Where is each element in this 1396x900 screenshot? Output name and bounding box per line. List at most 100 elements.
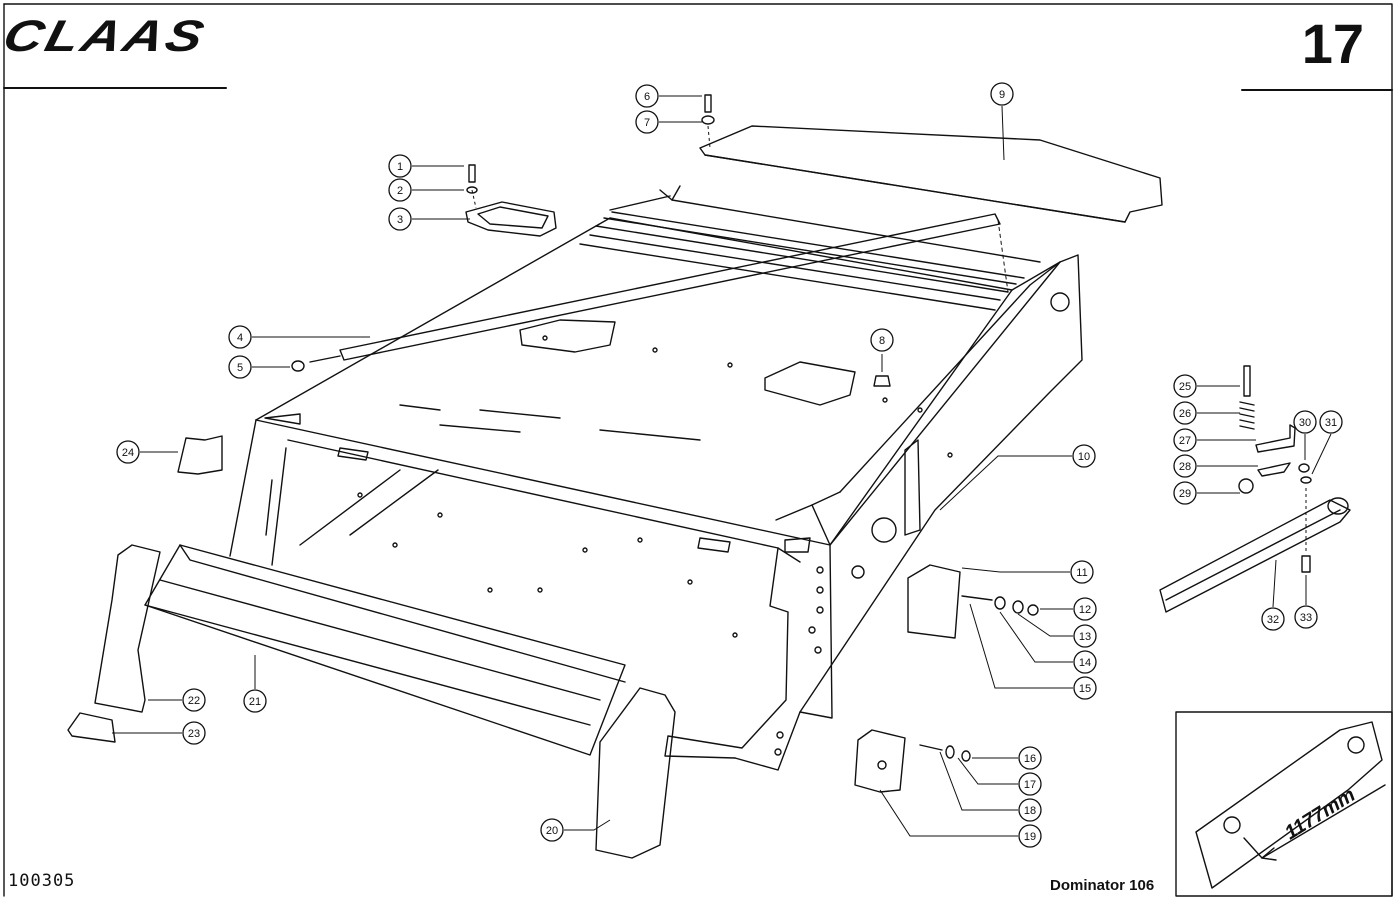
main-housing-shape [229,185,1083,771]
callout-31: 31 [1319,410,1343,434]
callout-circle [228,325,252,349]
callout-number: 10 [1078,451,1090,463]
callout-circle [1073,624,1097,648]
callout-1: 1 [388,154,412,178]
callout-number: 31 [1325,417,1337,429]
callout-17: 17 [1018,772,1042,796]
drawing-code: 100305 [8,871,76,891]
callout-7: 7 [635,110,659,134]
callout-30: 30 [1293,410,1317,434]
callout-6: 6 [635,84,659,108]
callout-number: 15 [1079,683,1091,695]
callout-circle [1173,374,1197,398]
callout-21: 21 [243,689,267,713]
callout-circle [1261,607,1285,631]
angle-bracket-shape [177,435,223,475]
callout-number: 1 [397,161,403,173]
callout-number: 16 [1024,753,1036,765]
callout-4: 4 [228,325,252,349]
callout-number: 24 [122,447,134,459]
page-number: 17 [1301,12,1364,75]
callout-number: 22 [188,695,200,707]
callout-number: 27 [1179,435,1191,447]
callout-13: 13 [1073,624,1097,648]
callout-number: 8 [879,335,885,347]
callout-circle [1173,481,1197,505]
callout-number: 6 [644,91,650,103]
callout-number: 20 [546,825,558,837]
callout-circle [1018,798,1042,822]
callout-16: 16 [1018,746,1042,770]
callout-22: 22 [182,688,206,712]
side-bracket-shape [907,564,961,639]
callout-circle [1173,401,1197,425]
callout-2: 2 [388,178,412,202]
callout-11: 11 [1070,560,1094,584]
callout-circle [1072,444,1096,468]
callout-circle [1018,824,1042,848]
callout-23: 23 [182,721,206,745]
model-name: Dominator 106 [1050,877,1155,894]
callout-markers: 1234567891011121314151617181920212223242… [116,82,1343,848]
callout-12: 12 [1073,597,1097,621]
callout-number: 13 [1079,631,1091,643]
callout-number: 29 [1179,488,1191,500]
callout-number: 23 [188,728,200,740]
callout-24: 24 [116,440,140,464]
front-beam-shape [144,544,626,756]
callout-circle [1293,410,1317,434]
dimension-label: 1177mm [1281,784,1359,844]
callout-number: 25 [1179,381,1191,393]
callout-number: 14 [1079,657,1091,669]
callout-26: 26 [1173,401,1197,425]
callout-circle [182,688,206,712]
stay-rod-shape [339,213,1001,361]
callout-circle [388,154,412,178]
top-cover-shape [699,125,1163,223]
callout-29: 29 [1173,481,1197,505]
dimension-inset [1175,711,1393,897]
small-plate-shape [67,712,116,743]
callout-circle [990,82,1014,106]
callout-number: 2 [397,185,403,197]
callout-circle [1319,410,1343,434]
callout-28: 28 [1173,454,1197,478]
callout-circle [388,178,412,202]
callout-number: 33 [1300,612,1312,624]
callout-number: 26 [1179,408,1191,420]
callout-14: 14 [1073,650,1097,674]
callout-15: 15 [1073,676,1097,700]
callout-circle [1070,560,1094,584]
callout-circle [1294,605,1318,629]
right-bracket-shape [595,687,676,859]
callout-number: 9 [999,89,1005,101]
callout-circle [228,355,252,379]
callout-20: 20 [540,818,564,842]
callout-32: 32 [1261,607,1285,631]
callout-number: 3 [397,214,403,226]
callout-circle [1173,454,1197,478]
sheet-border [3,3,1393,897]
callout-circle [1018,746,1042,770]
callout-25: 25 [1173,374,1197,398]
callout-number: 30 [1299,417,1311,429]
callout-number: 28 [1179,461,1191,473]
callout-circle [1173,428,1197,452]
callout-33: 33 [1294,605,1318,629]
callout-9: 9 [990,82,1014,106]
leader-lines [112,95,1332,837]
callout-circle [1073,650,1097,674]
callout-circle [635,84,659,108]
callout-number: 32 [1267,614,1279,626]
callout-18: 18 [1018,798,1042,822]
handle-shape [465,201,557,237]
callout-circle [870,328,894,352]
callout-circle [635,110,659,134]
callout-number: 4 [237,332,243,344]
mount-plate-shape [854,729,906,793]
callout-number: 12 [1079,604,1091,616]
callout-circle [182,721,206,745]
callout-circle [1073,597,1097,621]
